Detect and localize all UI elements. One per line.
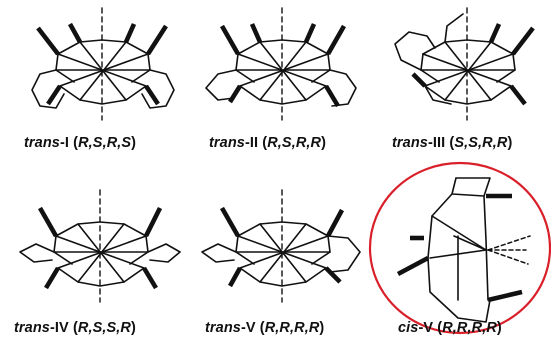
wedge-bond <box>67 22 83 44</box>
ring-right-chain <box>483 195 489 301</box>
label-trans-III: trans-III (S,S,R,R) <box>392 135 513 151</box>
structure-trans-IV <box>19 189 181 303</box>
label-prefix: trans <box>392 135 428 151</box>
wedge-bond <box>249 23 263 43</box>
label-prefix: trans <box>209 135 245 151</box>
structure-trans-I <box>31 7 175 121</box>
wedge-bond <box>511 26 535 56</box>
cyclohexane-ring <box>327 235 361 273</box>
cyclohexane-ring <box>329 69 357 107</box>
hash-bond <box>487 249 529 265</box>
bond <box>77 223 125 283</box>
wedge-bond <box>143 206 163 238</box>
wedge-bond <box>123 23 137 43</box>
ring-left-chain <box>427 193 491 323</box>
bond <box>259 41 307 101</box>
bond <box>79 41 127 101</box>
label-prefix: trans <box>205 320 241 336</box>
structure-trans-II <box>205 7 357 121</box>
ring-lower <box>239 85 327 105</box>
label-prefix: trans <box>14 320 50 336</box>
label-prefix: cis <box>398 320 419 336</box>
label-trans-I: trans-I (R,S,R,S) <box>24 135 137 151</box>
ring-upper <box>57 39 149 55</box>
ring-lower <box>57 267 145 287</box>
ring-top <box>451 177 491 197</box>
wedge-bond <box>227 266 243 288</box>
wedge-bond <box>144 84 160 106</box>
wedge-bond <box>488 23 502 43</box>
bond <box>259 223 307 283</box>
label-name: -IV <box>49 320 69 336</box>
wedge-bond <box>325 208 345 238</box>
wedge-bond <box>44 266 60 290</box>
wedge-bond <box>324 266 342 284</box>
cyclohexane-ring <box>141 69 175 109</box>
bond <box>431 215 487 251</box>
label-name: -I <box>59 135 70 151</box>
label-trans-IV: trans-IV (R,S,S,R) <box>14 320 136 336</box>
bond <box>444 41 492 101</box>
label-name: -V <box>418 320 434 336</box>
label-cis-V: cis-V (R,R,R,R) <box>398 320 502 336</box>
label-config: R,S,S,R <box>77 320 131 336</box>
wedge-bond <box>146 24 168 56</box>
structure-trans-III <box>394 7 535 121</box>
label-name: -III <box>427 135 446 151</box>
wedge-bond <box>38 206 58 238</box>
cyclohexane-ring <box>394 31 436 71</box>
cyclohexane-ring <box>147 243 181 263</box>
highlight-ellipse <box>368 161 551 335</box>
label-config: R,S,R,S <box>78 135 132 151</box>
label-config: R,S,R,R <box>267 135 322 151</box>
label-prefix: trans <box>24 135 60 151</box>
ring-chain <box>444 13 464 43</box>
cyclohexane-ring <box>201 243 237 263</box>
ring-lower <box>239 267 327 287</box>
wedge-bond <box>509 84 527 106</box>
cyclohexane-ring <box>205 69 237 101</box>
wedge-bond <box>396 255 430 277</box>
label-config: R,R,R,R <box>264 320 320 336</box>
wedge-bond <box>303 23 317 43</box>
bond <box>453 235 487 251</box>
wedge-bond <box>487 289 523 303</box>
cyclohexane-ring <box>19 243 55 263</box>
wedge-bond <box>36 26 60 56</box>
wedge-bond <box>326 24 346 56</box>
wedge-bond <box>324 84 340 108</box>
structure-cis-V <box>368 161 551 335</box>
ring-upper <box>237 221 329 237</box>
ring-chain <box>424 85 452 105</box>
label-trans-V: trans-V (R,R,R,R) <box>205 320 325 336</box>
label-trans-II: trans-II (R,S,R,R) <box>209 135 327 151</box>
ring-upper <box>422 39 514 55</box>
ring-upper <box>237 39 329 55</box>
ring-lower <box>59 85 147 105</box>
ring-lower <box>424 85 512 105</box>
wedge-bond <box>46 84 62 106</box>
label-config: R,R,R,R <box>442 320 497 336</box>
wedge-bond <box>220 24 240 56</box>
wedge-bond <box>228 84 242 104</box>
label-name: -II <box>244 135 259 151</box>
cyclohexane-ring <box>31 69 65 109</box>
wedge-bond <box>411 72 427 88</box>
structure-trans-V <box>201 189 361 303</box>
hash-bond <box>487 235 531 251</box>
label-config: S,S,R,R <box>454 135 508 151</box>
wedge-bond <box>142 266 158 290</box>
ring-upper <box>55 221 147 237</box>
label-name: -V <box>240 320 256 336</box>
wedge-bond <box>220 206 240 238</box>
